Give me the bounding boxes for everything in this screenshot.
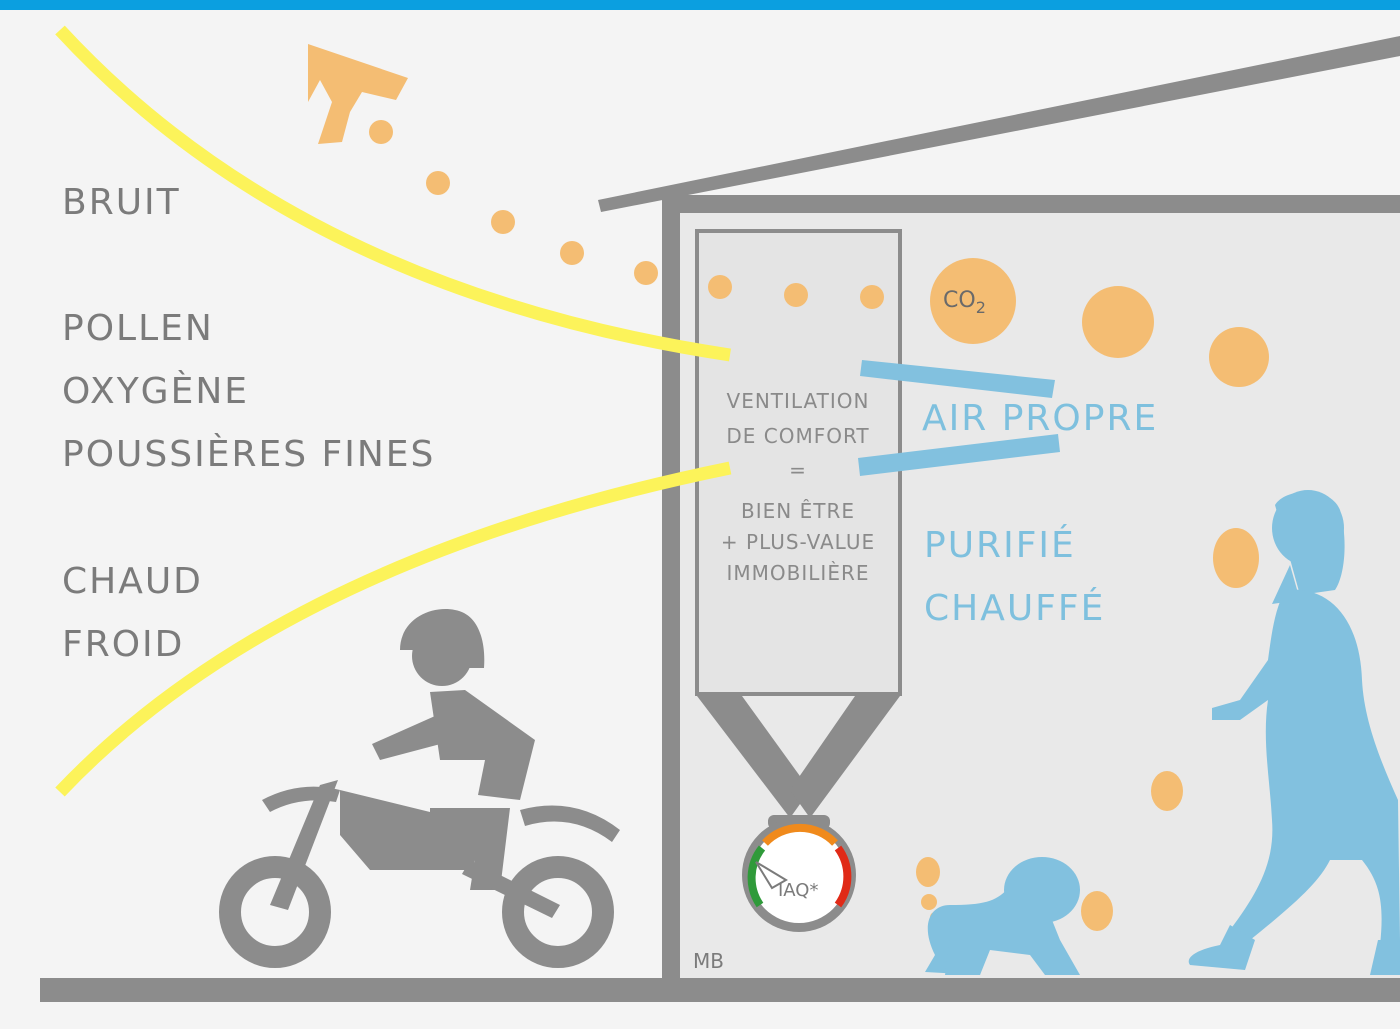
roof-line [598, 36, 1400, 212]
top-bar [0, 0, 1400, 10]
unit-label-line6: IMMOBILIÈRE [727, 561, 870, 585]
motorcyclist-icon [230, 609, 620, 957]
meter-label: IAQ* [778, 880, 818, 901]
unit-label-line1: VENTILATION [727, 389, 870, 413]
label-froid: FROID [62, 624, 184, 665]
label-chaud: CHAUD [62, 561, 203, 602]
label-chauffe: CHAUFFÉ [924, 587, 1105, 629]
unit-label-line2: DE COMFORT [726, 424, 869, 448]
label-air-propre: AIR PROPRE [922, 398, 1158, 439]
label-bruit: BRUIT [62, 182, 181, 223]
label-oxygene: OXYGÈNE [62, 370, 249, 412]
label-pollen: POLLEN [62, 308, 214, 349]
label-poussieres: POUSSIÈRES FINES [62, 433, 435, 475]
label-purifie: PURIFIÉ [924, 524, 1076, 566]
unit-label-line4: BIEN ÊTRE [741, 499, 855, 523]
unit-label-line3: = [789, 458, 807, 482]
house-wall [662, 198, 680, 982]
unit-label-line5: + PLUS-VALUE [721, 530, 875, 554]
signature: MB [693, 949, 724, 973]
ceiling [662, 195, 1400, 213]
exhaust-arrow-icon [308, 44, 408, 144]
ground-line [40, 978, 1400, 1002]
